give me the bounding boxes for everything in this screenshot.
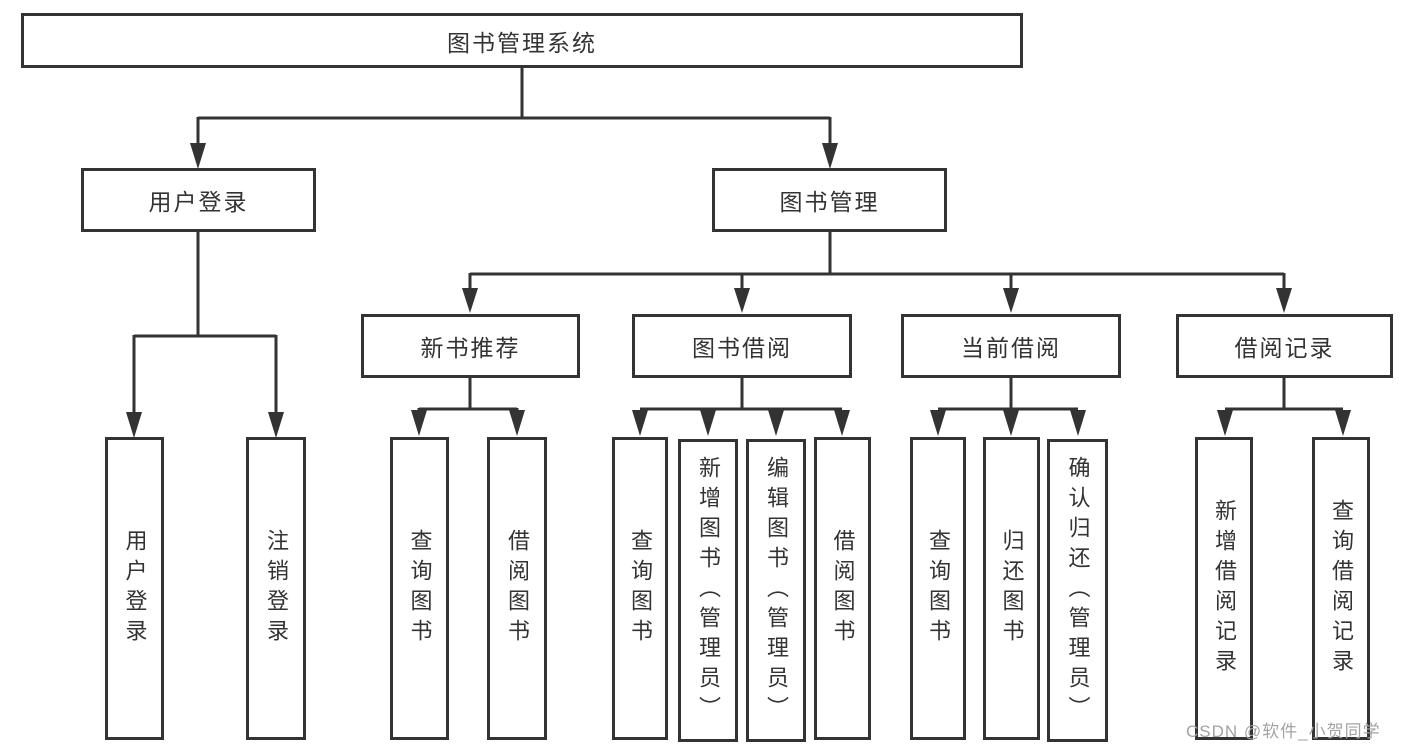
node-rec-query-book: 查询图书 — [390, 437, 449, 740]
connector-root-to-level2 — [190, 68, 838, 169]
node-rec-query-book-label: 查询图书 — [407, 528, 433, 649]
node-borrow-record: 借阅记录 — [1176, 314, 1393, 378]
node-bb-query-book: 查询图书 — [612, 437, 668, 740]
node-book-borrow-label: 图书借阅 — [692, 335, 792, 361]
node-root: 图书管理系统 — [21, 13, 1023, 68]
node-bb-edit-book-label: 编辑图书（管理员） — [764, 455, 789, 726]
node-book-mgmt: 图书管理 — [712, 168, 947, 232]
node-book-mgmt-label: 图书管理 — [779, 189, 880, 215]
node-cb-confirm-return-label: 确认归还（管理员） — [1065, 455, 1091, 726]
node-cb-return-book-label: 归还图书 — [999, 528, 1025, 649]
connector-book-mgmt-children — [462, 232, 1292, 313]
watermark: CSDN @软件_小贺同学 — [1186, 722, 1381, 741]
connector-book-borrow-children — [632, 378, 850, 436]
connector-new-book-rec-children — [411, 378, 525, 436]
node-br-query-record: 查询借阅记录 — [1312, 437, 1370, 740]
node-cb-query-book-label: 查询图书 — [926, 528, 951, 649]
node-cb-query-book: 查询图书 — [910, 437, 966, 740]
node-br-query-record-label: 查询借阅记录 — [1329, 498, 1354, 679]
node-bb-add-book-label: 新增图书（管理员） — [696, 455, 721, 726]
node-current-borrow-label: 当前借阅 — [961, 335, 1061, 361]
node-bb-query-book-label: 查询图书 — [628, 528, 653, 649]
node-bb-borrow-book-label: 借阅图书 — [830, 528, 856, 649]
node-leaf-logout-label: 注销登录 — [264, 528, 289, 649]
node-new-book-rec: 新书推荐 — [361, 314, 580, 378]
node-rec-borrow-book: 借阅图书 — [487, 437, 547, 740]
node-rec-borrow-book-label: 借阅图书 — [505, 528, 530, 649]
node-leaf-logout: 注销登录 — [246, 437, 306, 740]
node-borrow-record-label: 借阅记录 — [1234, 335, 1335, 361]
node-current-borrow: 当前借阅 — [901, 314, 1121, 378]
node-book-borrow: 图书借阅 — [632, 314, 852, 378]
node-cb-confirm-return: 确认归还（管理员） — [1047, 439, 1108, 742]
node-new-book-rec-label: 新书推荐 — [420, 335, 521, 361]
node-leaf-user-login: 用户登录 — [105, 437, 164, 740]
node-user-login-label: 用户登录 — [148, 189, 249, 215]
node-root-label: 图书管理系统 — [447, 29, 597, 56]
node-cb-return-book: 归还图书 — [983, 437, 1040, 740]
node-bb-edit-book: 编辑图书（管理员） — [746, 439, 806, 742]
node-br-add-record: 新增借阅记录 — [1195, 437, 1253, 740]
node-user-login: 用户登录 — [81, 168, 316, 232]
node-bb-add-book: 新增图书（管理员） — [678, 439, 738, 742]
node-bb-borrow-book: 借阅图书 — [814, 437, 871, 740]
connector-current-borrow-children — [930, 378, 1086, 436]
node-leaf-user-login-label: 用户登录 — [122, 528, 148, 649]
connector-user-login-children — [126, 232, 284, 438]
connector-borrow-record-children — [1217, 378, 1351, 436]
node-br-add-record-label: 新增借阅记录 — [1212, 498, 1237, 679]
